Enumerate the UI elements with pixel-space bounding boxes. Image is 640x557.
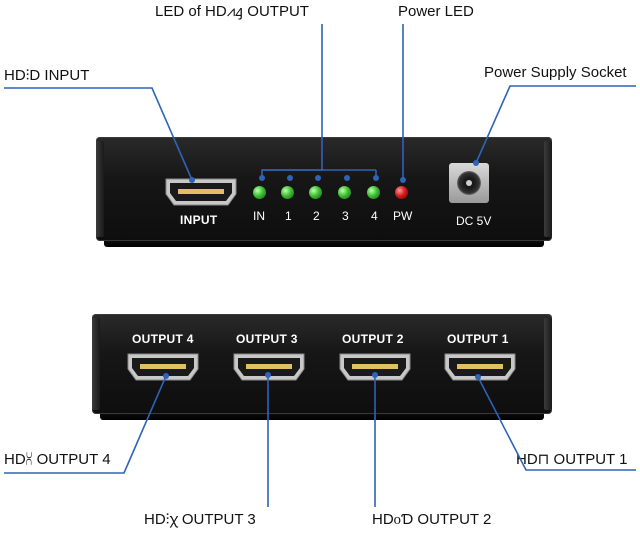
hdmi-input-port [164,177,238,207]
callout-hdmi-output-3: HD⫶ꭓ OUTPUT 3 [144,511,256,528]
panel-end-cap-left [92,318,100,410]
output-1-label: OUTPUT 1 [447,332,509,346]
led-3 [338,186,351,199]
callout-hdmi-output-1: HD⊓ OUTPUT 1 [516,451,628,468]
panel-end-cap-right [544,318,552,410]
led-1 [281,186,294,199]
led-label-1: 1 [285,209,292,223]
hdmi-output-3-port [232,352,306,382]
dc-5v-label: DC 5V [456,214,492,228]
hdmi-port-icon [127,353,199,381]
panel-base [104,241,544,247]
led-pw [395,186,408,199]
callout-power-led: Power LED [398,3,474,20]
panel-base [100,414,544,420]
callout-led-of-hdmi-output: LED of HD⩘ꜭ OUTPUT [155,3,309,20]
hdmi-port-icon [339,353,411,381]
splitter-bottom-panel: OUTPUT 4 OUTPUT 3 OUTPUT 2 OUTPUT 1 [92,314,552,420]
led-label-2: 2 [313,209,320,223]
led-label-4: 4 [371,209,378,223]
hdmi-output-2-port [338,352,412,382]
led-4 [367,186,380,199]
callout-hdmi-input: HD⫶D INPUT [4,67,90,84]
dc-power-socket [449,163,489,203]
panel-end-cap-left [96,141,104,237]
led-label-3: 3 [342,209,349,223]
hdmi-port-icon [444,353,516,381]
output-2-label: OUTPUT 2 [342,332,404,346]
led-in [253,186,266,199]
led-2 [309,186,322,199]
splitter-top-panel: INPUT IN 1 2 3 4 PW DC 5V [96,137,552,247]
socket-pin [466,180,472,186]
hdmi-output-1-port [443,352,517,382]
panel-end-cap-right [544,141,552,237]
callout-power-supply-socket: Power Supply Socket [484,64,627,81]
output-4-label: OUTPUT 4 [132,332,194,346]
callout-hdmi-output-4: HD⩆ OUTPUT 4 [4,451,111,468]
led-label-in: IN [253,209,265,223]
hdmi-port-icon [165,178,237,206]
callout-hdmi-output-2: HD᧐Ɗ OUTPUT 2 [372,511,492,528]
led-label-pw: PW [393,209,413,223]
hdmi-port-icon [233,353,305,381]
input-port-label: INPUT [180,213,218,227]
hdmi-output-4-port [126,352,200,382]
output-3-label: OUTPUT 3 [236,332,298,346]
